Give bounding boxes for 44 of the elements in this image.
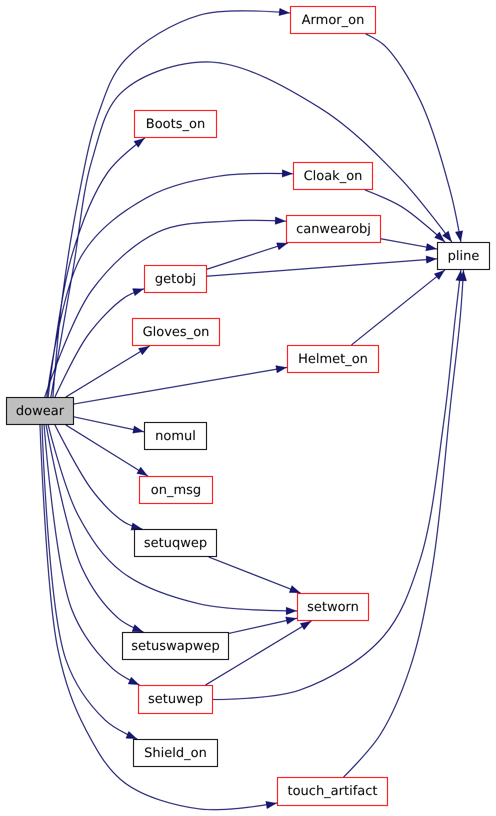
call-arrow — [48, 424, 297, 615]
call-arrow — [39, 424, 278, 810]
function-box: on_msg — [139, 476, 213, 504]
function-box: Boots_on — [134, 110, 217, 138]
call-arrow — [213, 270, 464, 700]
call-arrow — [74, 365, 288, 405]
function-box: Shield_on — [133, 739, 218, 767]
function-box: setuswapwep — [122, 632, 229, 660]
call-arrow — [66, 346, 150, 398]
function-box: Armor_on — [290, 6, 376, 34]
call-arrow — [364, 189, 446, 242]
function-box: setworn — [297, 593, 369, 621]
call-arrow — [46, 424, 144, 632]
call-arrow — [343, 270, 467, 778]
selected-function-box: dowear — [6, 397, 74, 425]
function-box: touch_artifact — [277, 777, 388, 806]
call-arrow — [380, 238, 438, 251]
call-arrow — [44, 216, 286, 398]
call-arrow — [46, 169, 294, 398]
call-arrow — [50, 61, 452, 398]
call-arrow — [52, 8, 290, 398]
call-arrow — [42, 424, 138, 740]
function-box: Gloves_on — [132, 318, 220, 346]
function-box: nomul — [144, 422, 207, 450]
function-box: getobj — [144, 265, 207, 293]
call-arrow — [365, 34, 463, 242]
function-box: setuqwep — [134, 529, 217, 557]
call-arrow — [228, 616, 298, 634]
call-arrow — [205, 620, 312, 686]
function-box: canwearobj — [286, 215, 381, 243]
call-arrow — [206, 242, 288, 270]
call-arrow — [66, 424, 148, 476]
call-arrow — [54, 288, 144, 398]
function-box: pline — [437, 242, 490, 270]
function-box: Cloak_on — [293, 162, 373, 190]
call-arrow — [44, 424, 140, 686]
call-arrow — [208, 556, 301, 594]
call-arrow — [351, 270, 446, 346]
call-arrow — [206, 256, 438, 277]
call-arrow — [74, 416, 144, 434]
function-box: Helmet_on — [287, 345, 379, 373]
call-arrow — [48, 138, 146, 398]
function-box: setuwep — [138, 685, 213, 714]
call-arrow — [54, 424, 142, 530]
